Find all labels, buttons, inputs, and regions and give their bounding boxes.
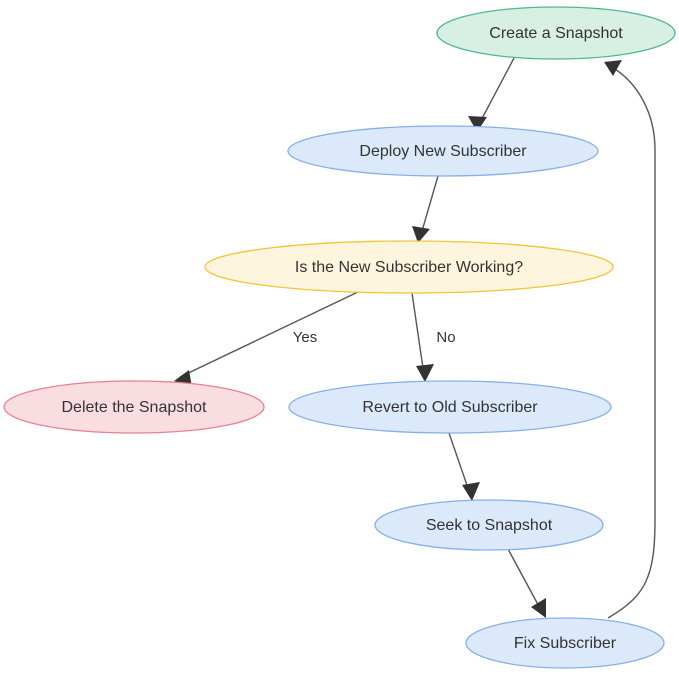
- edge-line: [411, 292, 425, 376]
- flow-edge: [468, 57, 515, 132]
- node-ellipse[interactable]: [3, 380, 265, 434]
- arrowhead-icon: [412, 226, 430, 243]
- flow-node-fix-subscriber[interactable]: Fix Subscriber: [465, 617, 665, 669]
- node-label: Revert to Old Subscriber: [362, 399, 538, 416]
- edge-line: [419, 175, 439, 239]
- flow-node-revert-to-old-subscriber[interactable]: Revert to Old Subscriber: [288, 380, 612, 434]
- node-ellipse[interactable]: [436, 6, 676, 60]
- flow-node-deploy-new-subscriber[interactable]: Deploy New Subscriber: [287, 125, 599, 177]
- edge-line: [507, 548, 543, 613]
- node-ellipse[interactable]: [288, 380, 612, 434]
- arrowhead-icon: [531, 598, 546, 618]
- node-ellipse[interactable]: [465, 617, 665, 669]
- node-label: Create a Snapshot: [489, 25, 623, 42]
- node-ellipse[interactable]: [204, 240, 614, 294]
- edge-line: [476, 57, 515, 129]
- edge-label-no: No: [436, 329, 455, 346]
- node-label: Delete the Snapshot: [62, 399, 208, 416]
- edges-layer: [174, 57, 656, 619]
- flow-edge: [604, 60, 656, 619]
- flow-node-delete-the-snapshot[interactable]: Delete the Snapshot: [3, 380, 265, 434]
- flow-node-create-snapshot[interactable]: Create a Snapshot: [436, 6, 676, 60]
- edge-line: [607, 65, 656, 619]
- flow-node-is-new-subscriber-working[interactable]: Is the New Subscriber Working?: [204, 240, 614, 294]
- flow-edge: [507, 548, 546, 618]
- node-label: Fix Subscriber: [514, 635, 617, 652]
- flow-edge: [174, 290, 361, 387]
- edge-label-yes: Yes: [293, 329, 317, 346]
- edge-line: [179, 290, 361, 378]
- flow-edge: [411, 292, 434, 382]
- node-ellipse[interactable]: [374, 499, 604, 551]
- arrowhead-icon: [468, 116, 487, 132]
- edge-labels-layer: Yes No: [293, 329, 456, 346]
- arrowhead-icon: [604, 60, 622, 76]
- edge-line: [448, 432, 471, 495]
- flow-node-seek-to-snapshot[interactable]: Seek to Snapshot: [374, 499, 604, 551]
- arrowhead-icon: [462, 482, 480, 501]
- node-label: Seek to Snapshot: [426, 517, 553, 534]
- arrowhead-icon: [416, 364, 434, 382]
- node-label: Is the New Subscriber Working?: [295, 259, 523, 276]
- flow-edge: [412, 175, 439, 243]
- flow-edge: [448, 432, 480, 501]
- node-ellipse[interactable]: [287, 125, 599, 177]
- node-label: Deploy New Subscriber: [359, 143, 527, 160]
